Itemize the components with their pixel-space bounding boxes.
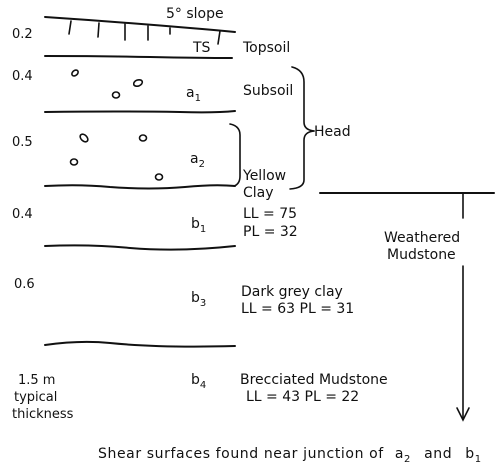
b3-limits: LL = 63 PL = 31 xyxy=(241,301,354,317)
yellow-label: Yellow xyxy=(242,168,286,184)
b4-limits: LL = 43 PL = 22 xyxy=(246,389,359,405)
subsoil-pebbles xyxy=(71,69,144,99)
b3-code: b3 xyxy=(191,290,206,309)
b1-plastic-limit: PL = 32 xyxy=(243,224,298,240)
b1-code: b1 xyxy=(191,216,206,235)
thickness-subsoil: 0.4 xyxy=(12,69,33,84)
b1-base-line xyxy=(44,244,236,251)
yellow-clay-code: a2 xyxy=(190,151,205,170)
thickness-yellow-clay: 0.5 xyxy=(12,135,33,150)
topsoil-root-marks xyxy=(68,20,221,45)
topsoil-base-line xyxy=(44,55,233,59)
topsoil-code: TS xyxy=(192,40,211,56)
weathered-label-line1: Weathered xyxy=(384,230,460,246)
thickness-b3: 0.6 xyxy=(14,277,35,292)
topsoil-label: Topsoil xyxy=(242,40,290,56)
thickness-b1: 0.4 xyxy=(12,207,33,222)
weathered-arrow-head xyxy=(456,407,470,422)
ground-surface-line xyxy=(44,16,236,33)
b3-base-line xyxy=(44,340,236,348)
b3-name: Dark grey clay xyxy=(241,284,343,300)
head-bracket-lower xyxy=(289,130,315,190)
yellow-clay-pebbles xyxy=(69,133,164,181)
slope-label: 5° slope xyxy=(166,6,224,22)
yellow-clay-bracket xyxy=(229,123,241,187)
thickness-b4: 1.5 m xyxy=(18,373,55,388)
thickness-topsoil: 0.2 xyxy=(12,27,33,42)
a2-b1-junction-line xyxy=(44,184,236,190)
shear-caption: Shear surfaces found near junction of a2… xyxy=(98,446,482,466)
subsoil-bracket xyxy=(291,66,315,132)
weathered-label-line2: Mudstone xyxy=(387,247,456,263)
b1-liquid-limit: LL = 75 xyxy=(243,206,297,222)
subsoil-code: a1 xyxy=(186,85,201,104)
subsoil-label: Subsoil xyxy=(243,83,293,99)
subsoil-base-line xyxy=(44,110,236,114)
thickness-typical-label: typical xyxy=(14,390,57,405)
head-label: Head xyxy=(314,124,351,140)
clay-label: Clay xyxy=(243,185,274,201)
thickness-word-label: thickness xyxy=(12,407,74,422)
b4-name: Brecciated Mudstone xyxy=(240,372,388,388)
b4-code: b4 xyxy=(191,372,206,391)
